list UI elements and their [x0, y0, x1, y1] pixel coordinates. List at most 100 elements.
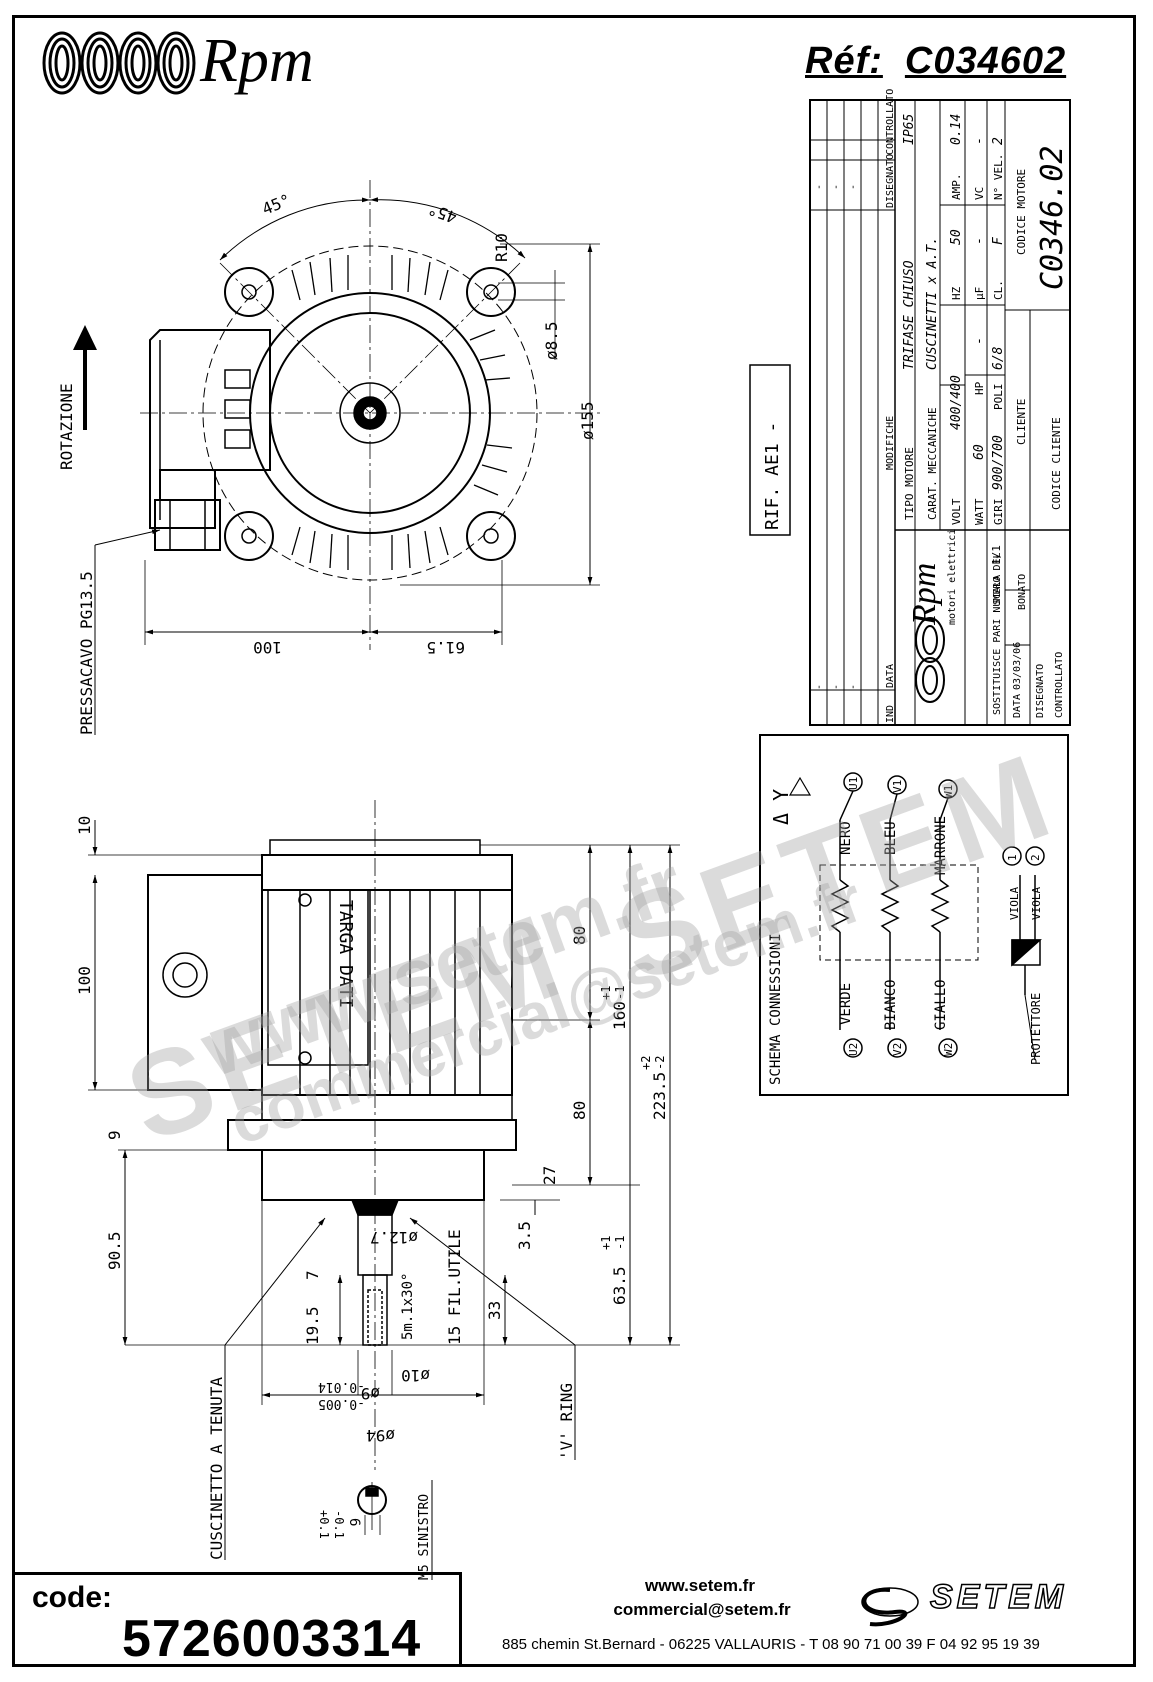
tb-dash-5: -	[831, 184, 842, 190]
ref-label: Réf:	[805, 40, 883, 82]
tb-controllato-lbl: CONTROLLATO	[1054, 652, 1065, 718]
tb-dash-4: -	[814, 184, 825, 190]
terminal-w1: W1	[942, 785, 955, 798]
key-tol-b: +0.1	[317, 1510, 331, 1539]
tb-scala-lbl: SCALA	[992, 575, 1003, 605]
setem-logo: SETEM	[850, 1572, 1130, 1632]
tb-date-lbl: DATA	[1012, 694, 1023, 718]
code-label: code:	[32, 1581, 113, 1614]
m5-label: M5 SINISTRO	[417, 1494, 432, 1580]
dim-160-label: 160	[610, 1001, 629, 1030]
wire-verde: VERDE	[838, 983, 854, 1025]
tb-uf-lbl: μF	[973, 287, 986, 300]
dim-160-tol-plus: +1	[599, 986, 613, 1000]
protettore-label: PROTETTORE	[1029, 993, 1043, 1065]
tb-ind: IND	[885, 705, 896, 723]
dim-223-tol-minus: -2	[653, 1056, 667, 1070]
tb-giri: 900/700	[991, 435, 1006, 490]
tb-poli: 6/8	[991, 346, 1006, 370]
rpm-logo: Rpm	[40, 25, 380, 100]
wire-giallo: GIALLO	[933, 979, 949, 1030]
tb-amp: 0.14	[949, 114, 964, 145]
tb-company: Rpm	[906, 563, 943, 626]
tb-tipo-motore: TRIFASE CHIUSO	[902, 260, 917, 370]
dim-3-5-label: 3.5	[515, 1221, 534, 1250]
tb-codice-cliente-lbl: CODICE CLIENTE	[1050, 417, 1063, 510]
dim-61-label: 61.5	[426, 638, 465, 657]
terminal-v2: V2	[891, 1043, 904, 1056]
tb-dash-2: -	[831, 684, 842, 690]
tb-codice-motore: C0346.02	[1035, 146, 1070, 291]
dim-10b-label: ø10	[401, 1366, 430, 1385]
footer-address: 885 chemin St.Bernard - 06225 VALLAURIS …	[502, 1636, 1040, 1653]
setem-logo-text: SETEM	[929, 1577, 1068, 1617]
reference-number: Réf:C034602	[805, 40, 1066, 83]
tb-watt-lbl: WATT	[973, 498, 986, 525]
tb-vc-lbl: VC	[973, 187, 986, 200]
footer-website[interactable]: www.setem.fr	[645, 1576, 755, 1595]
tb-watt: 60	[972, 444, 987, 460]
side-view-motor	[88, 800, 680, 1580]
angle-right-label: 45°	[426, 199, 460, 227]
dim-19-label: 19.5	[303, 1306, 322, 1345]
wire-bianco: BIANCO	[883, 979, 899, 1030]
dim-33-label: 33	[485, 1301, 504, 1320]
dim-223-tol-plus: +2	[639, 1056, 653, 1070]
dim-80a-label: 80	[570, 926, 589, 945]
rotation-arrow-icon	[73, 325, 97, 430]
radius-label: R10	[492, 233, 511, 262]
tb-disegnato: DISEGNATO	[885, 154, 896, 208]
tb-poli-lbl: POLI	[992, 384, 1005, 411]
terminal-u2: U2	[847, 1043, 860, 1056]
dim-63-tol-plus: +1	[599, 1236, 613, 1250]
flange-dia-label: ø155	[578, 401, 597, 440]
wire-marrone: MARRONE	[933, 816, 949, 875]
tb-sostituisce: SOSTITUISCE PARI NUMERO DEL	[992, 552, 1003, 715]
dim-9-label: 9	[105, 1130, 124, 1140]
tb-dash-3: -	[848, 684, 859, 690]
setem-swoosh-icon	[861, 1587, 919, 1627]
tb-bonato: BONATO	[1017, 574, 1028, 610]
tb-carat: CUSCINETTI x A.T.	[925, 237, 940, 370]
footer-email[interactable]: commercial@setem.fr	[613, 1600, 791, 1619]
tb-hp-lbl: HP	[973, 381, 986, 395]
fil-utile-label: 15 FIL.UTILE	[445, 1229, 464, 1345]
tb-codice-motore-lbl: CODICE MOTORE	[1015, 169, 1028, 255]
tb-volt: 400/400	[949, 375, 964, 430]
shaft-tol-b: -0.014	[318, 1379, 365, 1394]
dim-12-label: ø12.7	[370, 1228, 418, 1247]
dim-80b-label: 80	[570, 1101, 589, 1120]
rpm-mini-logo-icon	[915, 617, 945, 703]
shaft-dia-label: ø9	[361, 1384, 380, 1403]
key-tol-a: -0.1	[332, 1510, 346, 1539]
tb-nvel: 2	[991, 137, 1006, 145]
wiring-schema	[759, 734, 1069, 1096]
dim-100-side-label: 100	[75, 966, 94, 995]
wiring-title: SCHEMA CONNESSIONI	[768, 933, 784, 1085]
tb-dash-6: -	[848, 184, 859, 190]
title-block-grid	[809, 99, 1071, 726]
tb-hz: 50	[949, 229, 964, 245]
dim-10-label: 10	[75, 816, 94, 835]
tb-uf: -	[972, 237, 987, 245]
tb-giri-lbl: GIRI	[992, 499, 1005, 526]
tb-disegnato-lbl: DISEGNATO	[1035, 664, 1046, 718]
chamfer-label: 5m.1x30°	[400, 1273, 416, 1340]
wiring-symbol: Δ Y	[769, 789, 793, 825]
tb-nvel-lbl: N° VEL.	[992, 154, 1005, 200]
coil-logo-icon	[42, 31, 196, 95]
wire-viola-a: VIOLA	[1008, 887, 1021, 920]
wire-bleu: BLEU	[883, 821, 899, 855]
code-box: code: 5726003314	[12, 1572, 462, 1668]
brand-name: Rpm	[200, 27, 314, 95]
data-plate-label: TARGA DATI	[335, 900, 356, 1008]
cable-gland-label: PRESSACAVO PG13.5	[77, 571, 96, 735]
terminal-u1: U1	[847, 777, 860, 790]
shaft-tol-a: -0.005	[318, 1396, 365, 1411]
footer: www.setem.fr commercial@setem.fr 885 che…	[462, 1572, 1136, 1667]
dim-90-label: 90.5	[105, 1231, 124, 1270]
dim-7-label: 7	[303, 1270, 322, 1280]
tb-sostituisce-val: -	[990, 553, 1003, 560]
v-ring-label: 'V' RING	[557, 1383, 576, 1460]
